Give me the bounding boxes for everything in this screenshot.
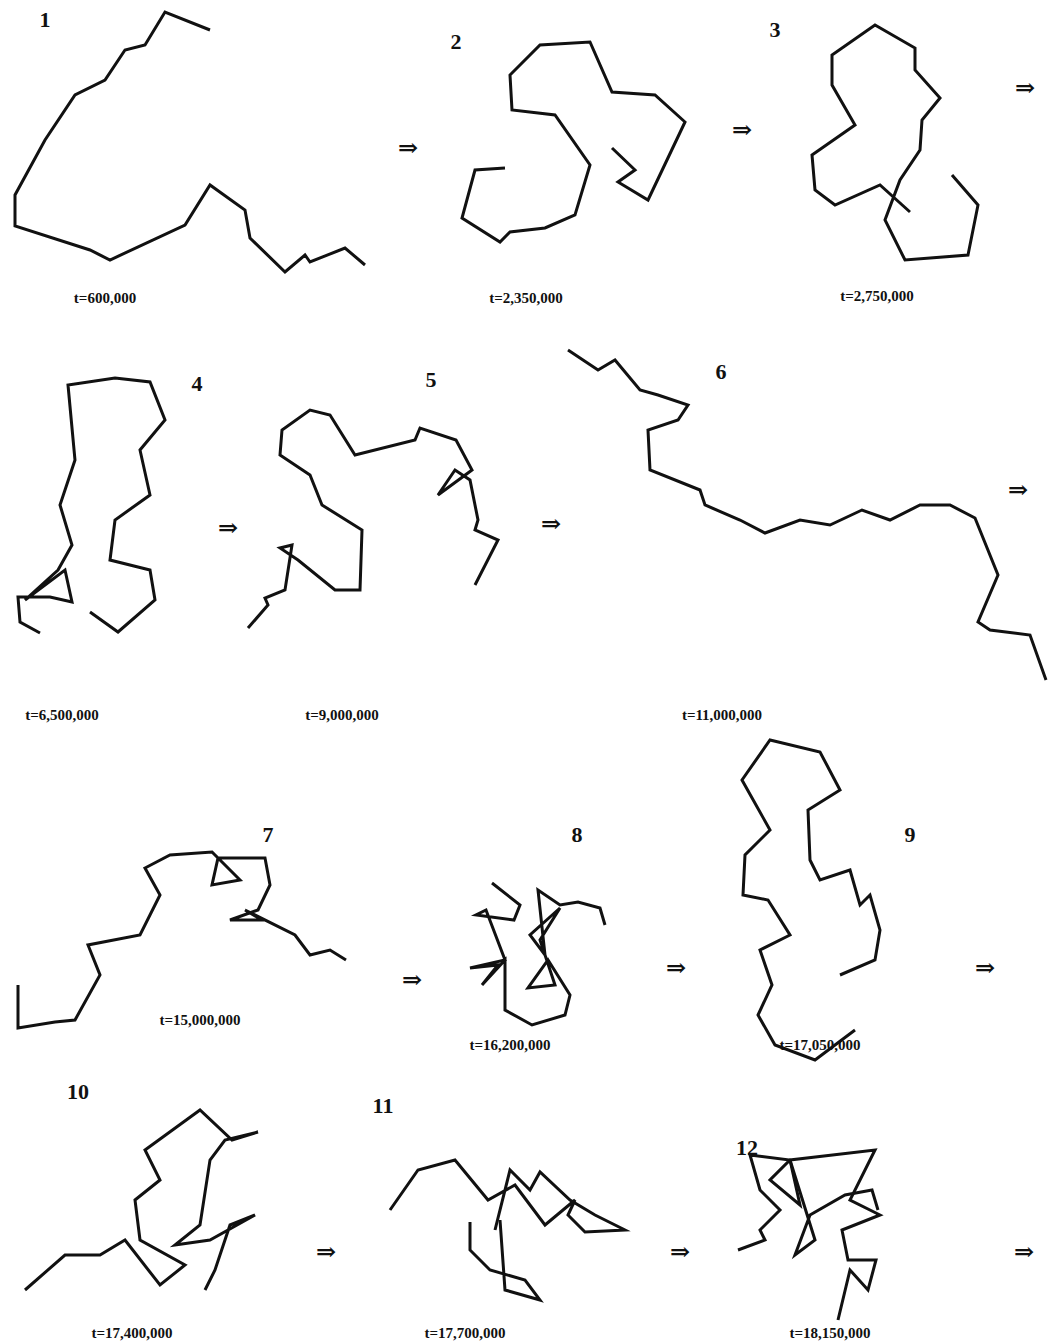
panel-number: 11 — [373, 1095, 394, 1117]
panel-number: 10 — [67, 1081, 89, 1103]
polymer-chain — [462, 42, 685, 242]
polymer-chain — [812, 25, 978, 260]
time-label: t=16,200,000 — [469, 1038, 550, 1053]
sequence-arrow: ⇒ — [398, 136, 418, 160]
sequence-arrow: ⇒ — [666, 956, 686, 980]
panel-number: 1 — [40, 9, 51, 31]
polymer-chain — [742, 740, 880, 1060]
time-label: t=2,750,000 — [840, 289, 914, 304]
sequence-arrow: ⇒ — [1014, 1240, 1034, 1264]
sequence-arrow: ⇒ — [316, 1240, 336, 1264]
sequence-arrow: ⇒ — [975, 956, 995, 980]
polymer-chain — [15, 12, 365, 272]
time-label: t=18,150,000 — [789, 1326, 870, 1341]
polymer-chain — [738, 1150, 880, 1320]
polymer-chain — [248, 410, 498, 628]
panel-number: 3 — [770, 19, 781, 41]
polymer-chain — [470, 883, 605, 1025]
polymer-chain — [18, 378, 165, 633]
polymer-chain — [25, 1110, 258, 1290]
time-label: t=17,400,000 — [91, 1326, 172, 1341]
time-label: t=17,700,000 — [424, 1326, 505, 1341]
polymer-chain — [18, 852, 346, 1028]
time-label: t=600,000 — [74, 291, 136, 306]
time-label: t=11,000,000 — [682, 708, 762, 723]
panel-number: 7 — [263, 824, 274, 846]
panel-number: 5 — [426, 369, 437, 391]
time-label: t=2,350,000 — [489, 291, 563, 306]
panel-number: 8 — [572, 824, 583, 846]
panel-number: 4 — [192, 373, 203, 395]
sequence-arrow: ⇒ — [218, 516, 238, 540]
time-label: t=17,050,000 — [779, 1038, 860, 1053]
time-label: t=6,500,000 — [25, 708, 99, 723]
panel-number: 6 — [716, 361, 727, 383]
panel-number: 2 — [451, 31, 462, 53]
polymer-chain — [790, 1160, 878, 1255]
sequence-arrow: ⇒ — [402, 968, 422, 992]
panel-number: 12 — [736, 1137, 758, 1159]
sequence-arrow: ⇒ — [732, 118, 752, 142]
sequence-arrow: ⇒ — [1008, 478, 1028, 502]
polymer-chain — [568, 350, 1046, 680]
polymer-chain — [390, 1160, 625, 1232]
sequence-arrow: ⇒ — [1015, 76, 1035, 100]
panel-number: 9 — [905, 824, 916, 846]
sequence-arrow: ⇒ — [541, 512, 561, 536]
time-label: t=9,000,000 — [305, 708, 379, 723]
sequence-arrow: ⇒ — [670, 1240, 690, 1264]
time-label: t=15,000,000 — [159, 1013, 240, 1028]
polymer-chain — [470, 1220, 540, 1300]
